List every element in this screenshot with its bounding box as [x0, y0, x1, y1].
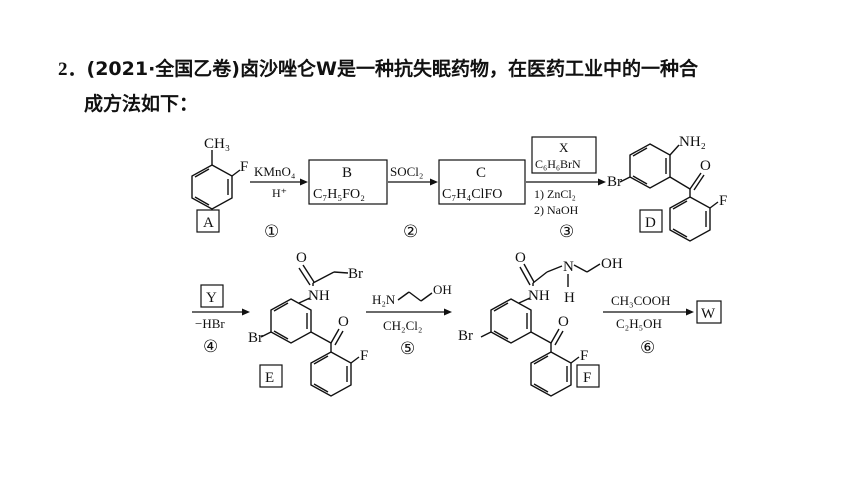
step-2-arrow: SOCl₂ ② — [388, 164, 438, 241]
f-label: F — [719, 193, 727, 209]
formula-c: C₇H₄ClFO — [442, 187, 502, 202]
label-e: E — [265, 370, 274, 386]
reagent-ch2cl2: CH₂Cl₂ — [383, 318, 422, 333]
br-label: Br — [458, 328, 473, 344]
compound-c: C C₇H₄ClFO — [438, 159, 526, 205]
reagent-h2n: H₂N — [372, 292, 396, 307]
label-d: D — [645, 215, 656, 231]
o-label: O — [558, 314, 569, 330]
ch3-label: CH₃ — [204, 136, 230, 152]
step-6-arrow: CH₃COOH C₂H₅OH ⑥ — [603, 293, 694, 357]
question-text: 2．(2021·全国乙卷)卤沙唑仑W是一种抗失眠药物，在医药工业中的一种合 成方… — [58, 52, 828, 121]
label-c: C — [476, 165, 486, 181]
formula-x: C₆H₆BrN — [535, 157, 581, 171]
o-label: O — [338, 314, 349, 330]
br-label: Br — [607, 174, 622, 190]
step-3-arrow: X C₆H₆BrN 1) ZnCl₂ 2) NaOH ③ — [526, 136, 606, 241]
step-marker-1: ① — [264, 222, 279, 241]
step-marker-3: ③ — [559, 222, 574, 241]
compound-f: O N OH H NH Br O F F — [458, 250, 623, 397]
label-b: B — [342, 165, 352, 181]
box-b — [308, 159, 388, 205]
reagent-ch3cooh: CH₃COOH — [611, 293, 670, 308]
benzene-ring — [191, 164, 233, 210]
nh-label: NH — [528, 288, 550, 304]
double-bond — [194, 196, 210, 206]
step-5-arrow: H₂N OH CH₂Cl₂ ⑤ — [366, 282, 452, 358]
compound-w: W — [696, 300, 722, 324]
reagent-h-plus: H⁺ — [272, 186, 287, 200]
benzene-ring — [629, 143, 671, 189]
o-label: O — [700, 158, 711, 174]
box-y — [200, 284, 224, 308]
label-box-f — [576, 364, 600, 388]
reagent-zncl2: 1) ZnCl₂ — [534, 187, 576, 201]
reagent-minus-hbr: −HBr — [195, 316, 225, 331]
nh-label: NH — [308, 288, 330, 304]
step-4-arrow: Y −HBr ④ — [192, 284, 250, 356]
label-box-e — [259, 364, 283, 388]
step-1-arrow: KMnO₄ H⁺ ① — [250, 164, 308, 241]
question-number: 2． — [58, 59, 87, 80]
label-w: W — [701, 306, 716, 322]
compound-a: CH₃ F A — [191, 136, 248, 233]
fluorophenyl-ring — [530, 351, 572, 397]
nh2-label: NH₂ — [679, 134, 706, 150]
compound-b: B C₇H₅FO₂ — [308, 159, 388, 205]
n-label: N — [563, 259, 574, 275]
reagent-kmno4: KMnO₄ — [254, 164, 296, 179]
fluorophenyl-ring — [669, 196, 711, 242]
reagent-oh: OH — [433, 282, 452, 297]
compound-e: O Br NH Br O F E — [248, 250, 368, 397]
label-a: A — [203, 215, 214, 231]
step-marker-2: ② — [403, 222, 418, 241]
compound-d: NH₂ Br O F D — [607, 134, 727, 242]
label-box-d — [639, 209, 663, 233]
fluorophenyl-ring — [310, 351, 352, 397]
step-marker-4: ④ — [203, 337, 218, 356]
oh-label: OH — [601, 256, 623, 272]
o-top-label: O — [515, 250, 526, 266]
reagent-socl2: SOCl₂ — [390, 164, 423, 179]
reagent-c2h5oh: C₂H₅OH — [616, 316, 662, 331]
box-c — [438, 159, 526, 205]
benzene-ring — [270, 298, 312, 344]
question-source: (2021·全国乙卷) — [86, 58, 240, 80]
f-label: F — [240, 159, 248, 175]
benzene-ring — [490, 298, 532, 344]
label-f: F — [583, 370, 591, 386]
label-box-w — [696, 300, 722, 324]
label-x: X — [559, 140, 569, 155]
o-top-label: O — [296, 250, 307, 266]
br-label: Br — [248, 330, 263, 346]
box-x — [531, 136, 597, 174]
h-label: H — [564, 290, 575, 306]
f-label: F — [360, 348, 368, 364]
reagent-naoh: 2) NaOH — [534, 203, 579, 217]
step-marker-5: ⑤ — [400, 339, 415, 358]
br-top-label: Br — [348, 266, 363, 282]
step-marker-6: ⑥ — [640, 338, 655, 357]
f-label: F — [580, 348, 588, 364]
double-bond — [194, 168, 210, 178]
bond — [231, 169, 241, 177]
question-line1: 卤沙唑仑W是一种抗失眠药物，在医药工业中的一种合 — [239, 58, 698, 80]
question-line2: 成方法如下： — [84, 93, 199, 115]
label-box-a — [196, 209, 220, 233]
formula-b: C₇H₅FO₂ — [313, 187, 365, 202]
label-y: Y — [206, 290, 217, 306]
